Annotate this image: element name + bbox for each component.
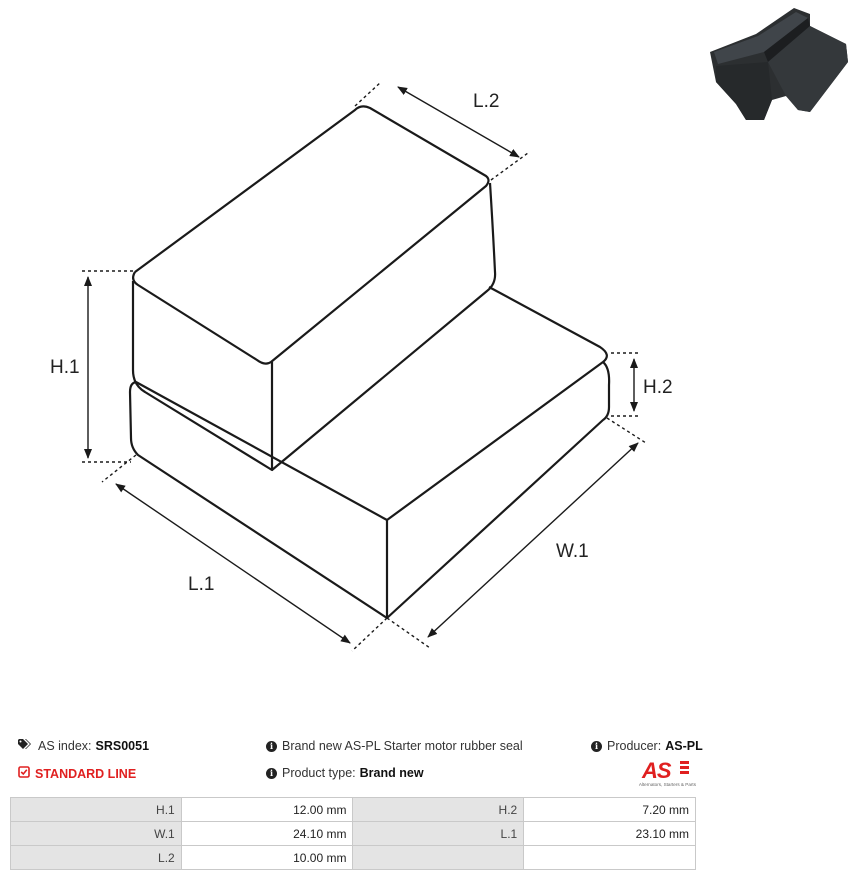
dimension-value-cell: 7.20 mm [523,797,696,822]
technical-drawing: H.1 H.2 L.2 L.1 W.1 [50,81,673,652]
product-type-label: Product type: [282,766,356,780]
lower-block [128,286,611,620]
tags-icon [18,739,33,753]
rubber-seal-photo [710,8,848,120]
product-type-value: Brand new [359,766,424,780]
dimension-label-cell: W.1 [10,821,182,846]
producer-value: AS-PL [665,739,703,753]
dimension-value-cell: 10.00 mm [180,845,354,870]
l2-dimension-line [397,86,520,158]
h2-label: H.2 [643,377,673,398]
product-type: i Product type: Brand new [266,766,424,780]
dimension-arrows [84,86,639,644]
standard-line-label: STANDARD LINE [35,766,137,781]
extension-lines [82,81,647,652]
l1-dimension-line [115,483,351,644]
dimension-label-cell: L.1 [352,821,525,846]
info-icon: i [266,767,277,779]
dimension-label-cell [352,845,525,870]
checkbox-checked-icon [18,766,30,781]
l2-label: L.2 [473,91,499,112]
dimension-value-cell: 24.10 mm [180,821,354,846]
producer: i Producer: AS-PL [591,739,703,753]
w1-label: W.1 [556,541,589,562]
product-description: i Brand new AS-PL Starter motor rubber s… [266,739,523,753]
svg-text:AS: AS [641,758,672,783]
dimension-label-cell: H.2 [352,797,525,822]
svg-text:Alternators, Starters & Parts: Alternators, Starters & Parts [639,782,697,787]
dimension-value-cell [523,845,696,870]
dimension-value-cell: 12.00 mm [180,797,354,822]
description-text: Brand new AS-PL Starter motor rubber sea… [282,739,523,753]
info-icon: i [591,740,602,752]
as-pl-logo: AS Alternators, Starters & Parts [639,758,697,787]
as-index: AS index: SRS0051 [18,739,149,753]
upper-block [131,105,497,472]
as-index-value: SRS0051 [95,739,150,753]
dimension-label-cell: L.2 [10,845,182,870]
dimension-label-cell: H.1 [10,797,182,822]
h1-label: H.1 [50,357,80,378]
info-icon: i [266,740,277,752]
producer-label: Producer: [607,739,662,753]
w1-dimension-line [427,442,639,638]
standard-line-badge: STANDARD LINE [18,766,136,781]
as-index-label: AS index: [38,739,92,753]
l1-label: L.1 [188,574,214,595]
dimension-value-cell: 23.10 mm [523,821,696,846]
